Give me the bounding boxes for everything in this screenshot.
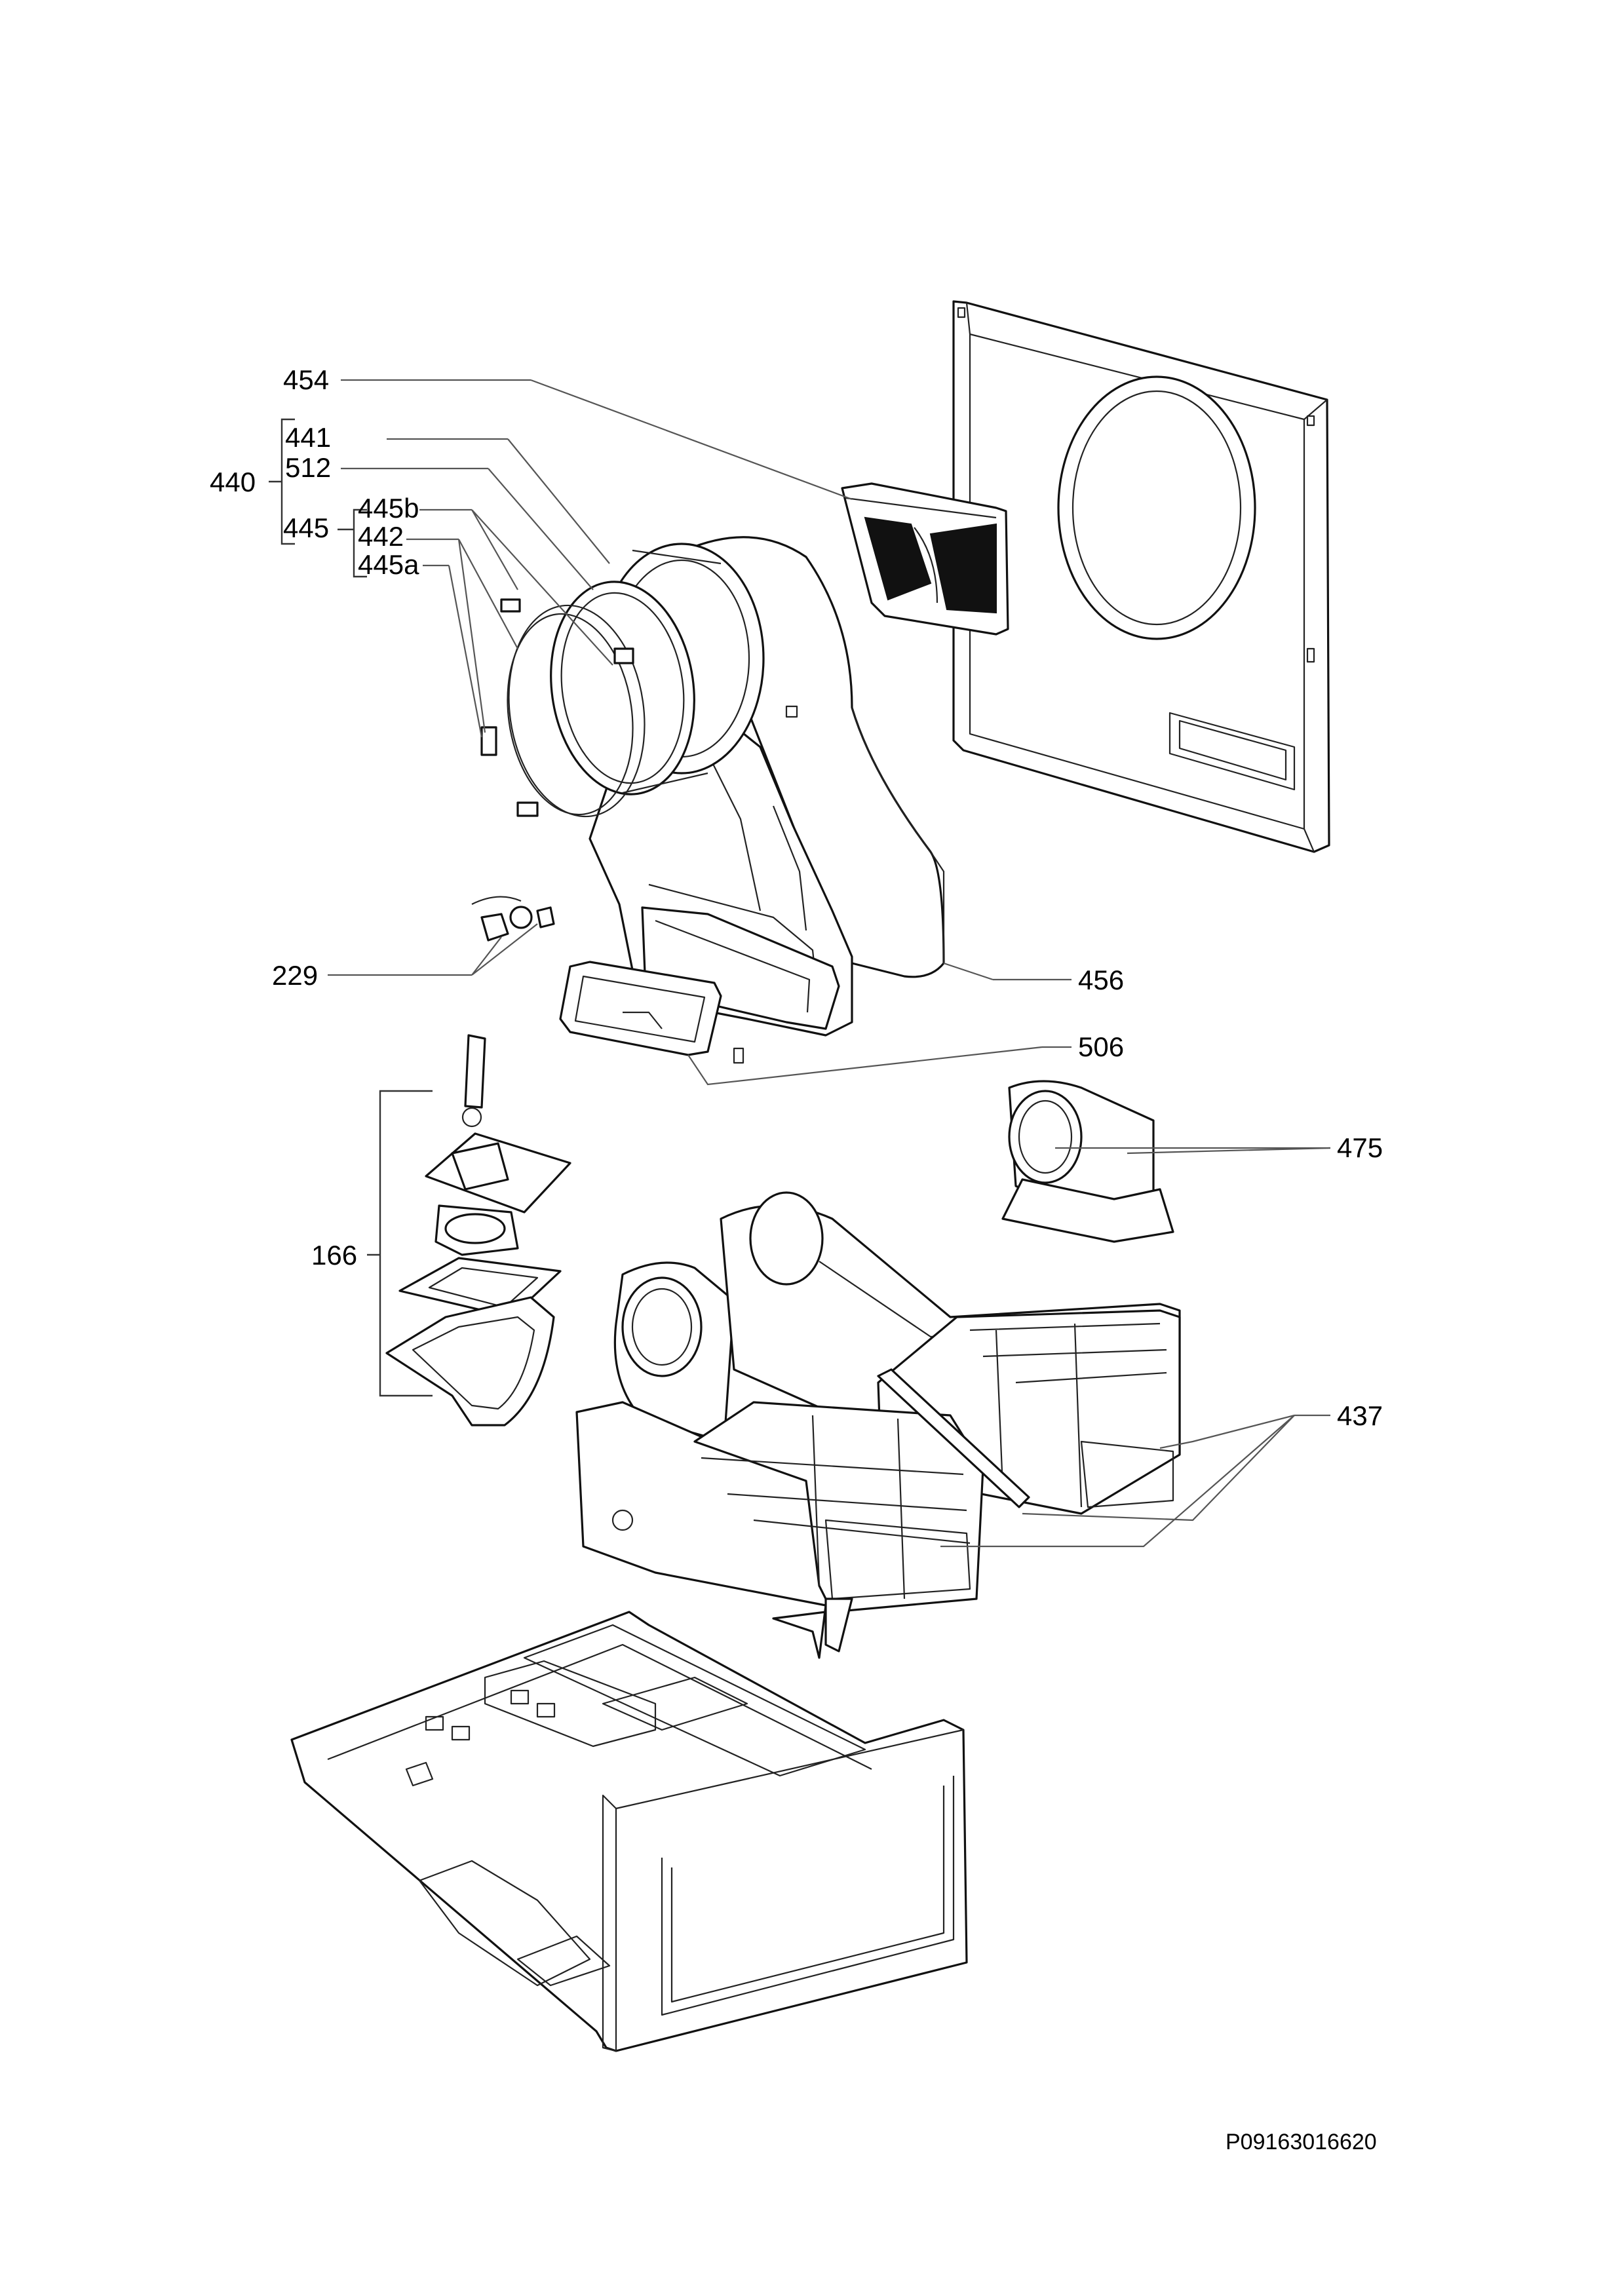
pump-assembly-part — [385, 1034, 571, 1426]
label-475: 475 — [1337, 1132, 1383, 1163]
bracket-440 — [269, 418, 295, 545]
sensor-clip-part — [471, 896, 555, 942]
fan-housing-part — [480, 536, 945, 1064]
heat-exchanger-part — [575, 1191, 1181, 1659]
label-445a: 445a — [358, 549, 419, 580]
label-166: 166 — [311, 1240, 357, 1271]
label-512: 512 — [285, 452, 331, 483]
bracket-445 — [338, 508, 367, 578]
label-456: 456 — [1078, 965, 1124, 995]
bracket-166 — [367, 1090, 433, 1397]
label-445b: 445b — [358, 493, 419, 524]
label-437: 437 — [1337, 1400, 1383, 1431]
label-441: 441 — [285, 422, 331, 453]
drawing-code: P09163016620 — [1226, 2130, 1377, 2154]
filter-cartridge-part — [841, 482, 1009, 636]
label-506: 506 — [1078, 1031, 1124, 1062]
label-440: 440 — [210, 467, 256, 497]
base-pan-part — [290, 1611, 968, 2052]
label-454: 454 — [283, 364, 329, 395]
elbow-connector-part — [1001, 1080, 1174, 1243]
label-229: 229 — [272, 960, 318, 991]
label-442: 442 — [358, 521, 404, 552]
back-panel-part — [952, 300, 1330, 853]
leader-lines — [328, 379, 1331, 1548]
label-445: 445 — [283, 512, 329, 543]
